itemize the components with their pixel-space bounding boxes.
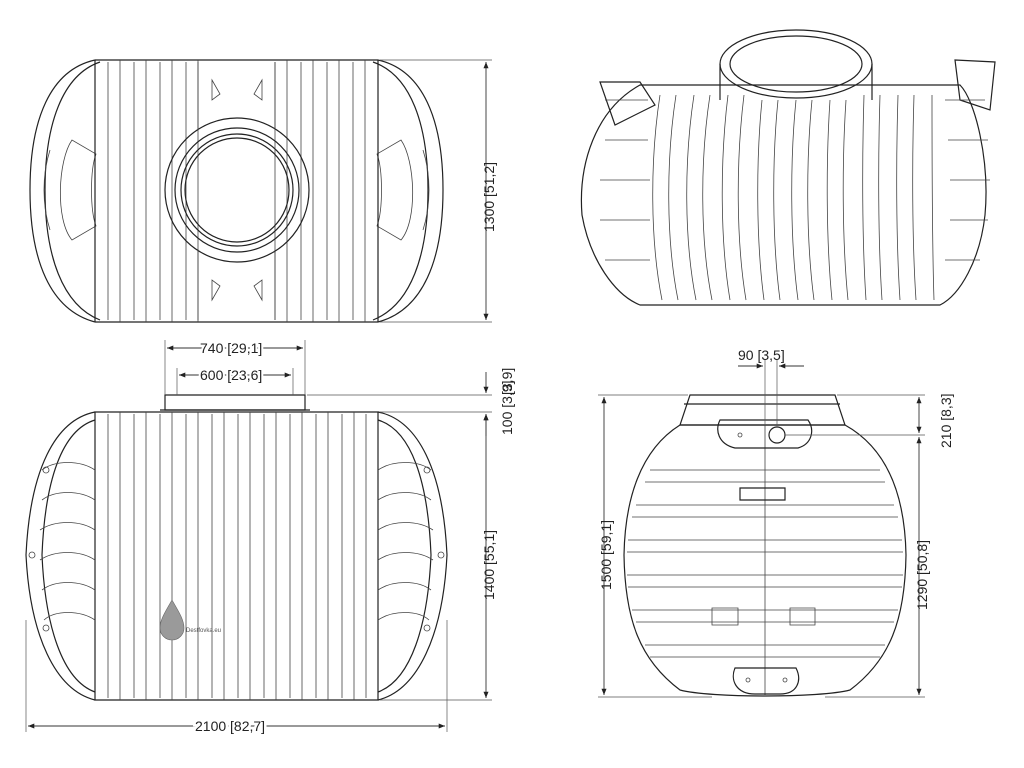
dim-total-length: 2100 [82,7] [25, 620, 448, 737]
dim-label-total-height-end: 1500 [59,1] [598, 520, 614, 590]
dim-opening-outer: 740 [29,1] [164, 338, 306, 395]
dim-top-height: 1300 [51,2] [380, 59, 497, 323]
dim-label-body-height: 1400 [55,1] [481, 530, 497, 600]
dim-label-top-height: 1300 [51,2] [481, 162, 497, 232]
dim-label-opening-outer: 740 [29,1] [200, 340, 262, 356]
dim-label-port-offset: 90 [3,5] [738, 347, 785, 363]
dim-label-neck: 100 [3,9] [499, 381, 515, 436]
dim-port-height: 210 [8,3] [785, 394, 954, 449]
dim-label-port-height: 210 [8,3] [938, 394, 954, 449]
end-view [623, 394, 907, 697]
dim-neck: 100 [3,9] [3,9] [307, 368, 515, 436]
dim-label-total-length: 2100 [82,7] [195, 718, 265, 734]
watermark-text: Destfovka.eu [186, 628, 221, 634]
dim-opening-inner: 600 [23,6] [176, 365, 294, 395]
dim-total-height-end: 1500 [59,1] [598, 394, 712, 698]
top-view [29, 59, 444, 323]
droplet-icon [159, 599, 185, 641]
dim-inlet-height: 1290 [50,8] [825, 437, 930, 698]
dim-port-offset: 90 [3,5] [738, 347, 804, 427]
dim-body-height: 1400 [55,1] [380, 414, 497, 701]
dim-label-opening-inner: 600 [23,6] [200, 367, 262, 383]
dim-label-inlet-height: 1290 [50,8] [914, 540, 930, 610]
dim-label-collar: [3,9] [499, 368, 515, 395]
side-view: Destfovka.eu [25, 394, 448, 701]
isometric-view [580, 29, 996, 306]
